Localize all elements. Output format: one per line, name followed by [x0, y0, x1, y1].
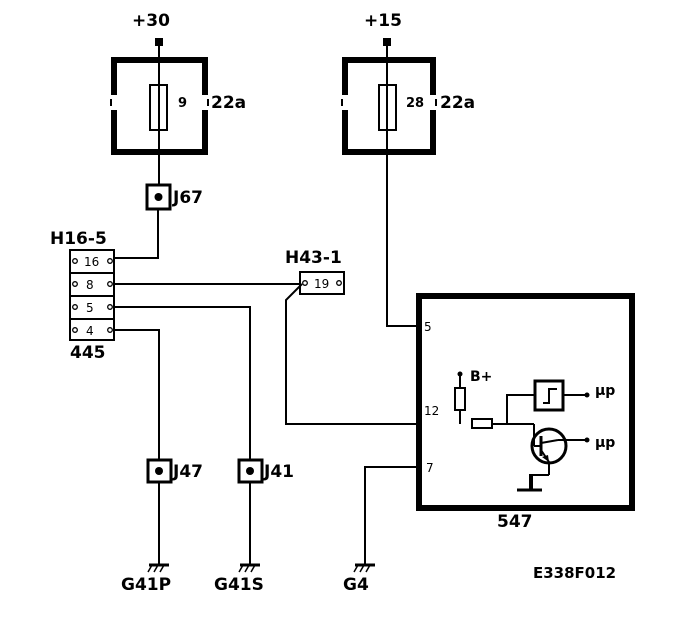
series-resistor	[471, 418, 493, 429]
connector-h16	[69, 249, 115, 341]
wire-emitter-ground-path	[529, 474, 549, 490]
supply-label-left: +30	[132, 11, 170, 31]
module-label-547: 547	[497, 512, 533, 532]
h43-pin-19: 19	[314, 277, 329, 291]
junction-label-j41: J41	[263, 462, 294, 482]
connector-h16-part: 445	[70, 343, 106, 363]
control-module-547	[416, 293, 635, 511]
schmitt-trigger-icon	[543, 388, 557, 404]
ground-symbol-g4	[353, 563, 375, 573]
connector-h43	[299, 271, 345, 295]
junction-label-j47: J47	[172, 462, 203, 482]
ground-label-g4: G4	[343, 575, 369, 595]
wire-h16-pin5-to-j41	[113, 306, 251, 460]
junction-j41-dot	[246, 467, 254, 475]
module-pin-5: 5	[424, 320, 432, 334]
fuse-number-left: 9	[178, 96, 187, 111]
junction-j47-dot	[155, 467, 163, 475]
fuse-box-right	[341, 57, 437, 155]
figure-code: E338F012	[533, 564, 616, 582]
h16-pin-5: 5	[86, 301, 94, 315]
wire-j67-to-h16-pin16	[113, 209, 159, 259]
h16-pin-8: 8	[86, 278, 94, 292]
h16-pin-4: 4	[86, 324, 94, 338]
wire-to-schmitt-trigger	[506, 394, 535, 424]
h43-pin-dot-right	[336, 280, 342, 286]
schmitt-output-dot	[584, 392, 590, 398]
ground-label-g41p: G41P	[121, 575, 171, 595]
wire-h16-pin4-to-j47	[113, 329, 160, 460]
supply-terminal-left	[155, 38, 163, 46]
wire-supply-right-to-module-pin5	[386, 46, 422, 327]
fuse-box-label-right: 22a	[440, 93, 475, 113]
supply-terminal-right	[383, 38, 391, 46]
wire-h43-to-module-pin12	[285, 283, 470, 425]
ground-label-g41s: G41S	[214, 575, 264, 595]
h43-pin-dot-left	[302, 280, 308, 286]
bplus-label: B+	[470, 369, 492, 385]
transistor-emitter-arrow	[542, 455, 549, 462]
supply-label-right: +15	[364, 11, 402, 31]
ground-symbol-g41s	[238, 563, 260, 573]
module-pin-12: 12	[424, 404, 439, 418]
junction-label-j67: J67	[172, 188, 203, 208]
wire-module-pin7-to-g4	[364, 466, 422, 565]
module-pin-7: 7	[426, 461, 434, 475]
transistor-output-dot	[584, 437, 590, 443]
fuse-number-right: 28	[406, 96, 424, 111]
transistor-collector	[540, 439, 559, 444]
mu-label-top: µp	[595, 383, 615, 399]
ground-symbol-g41p	[147, 563, 169, 573]
connector-h16-name: H16-5	[50, 229, 107, 249]
pullup-resistor	[454, 387, 466, 411]
mu-label-bottom: µp	[595, 435, 615, 451]
fuse-box-label-left: 22a	[211, 93, 246, 113]
junction-j67-dot	[154, 193, 163, 201]
h16-pin-16: 16	[84, 255, 99, 269]
connector-h43-name: H43-1	[285, 248, 342, 268]
